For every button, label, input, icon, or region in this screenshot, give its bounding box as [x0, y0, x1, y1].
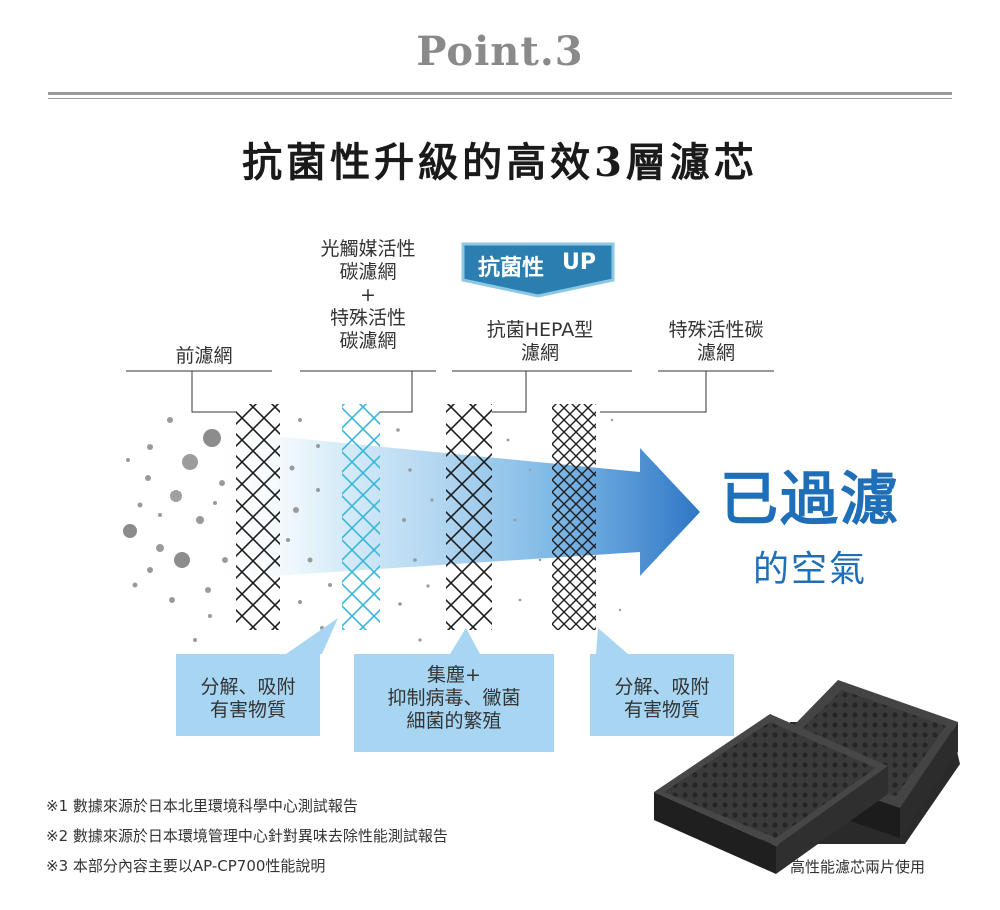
photocatalyst-filter-mesh: [342, 404, 380, 630]
note-1: ※1 數據來源於日本北里環境科學中心測試報告: [46, 797, 358, 815]
badge-up-text: UP: [562, 250, 596, 275]
product-caption: 高性能濾芯兩片使用: [790, 858, 926, 876]
note-3: ※3 本部分內容主要以AP-CP700性能說明: [46, 857, 326, 875]
pre-filter-mesh: [236, 404, 280, 630]
dust-particles: [123, 417, 622, 642]
callout-hepa: 集塵+ 抑制病毒、黴菌 細菌的繁殖: [354, 654, 554, 752]
divider-thin: [48, 98, 952, 99]
photocatalyst-filter-label: 光觸媒活性 碳濾網 + 特殊活性 碳濾網: [320, 238, 416, 352]
carbon-filter-mesh: [552, 404, 596, 630]
note-2: ※2 數據來源於日本環境管理中心針對異味去除性能測試報告: [46, 827, 448, 845]
filtered-text: 已過濾: [719, 465, 900, 533]
callout-prefilter: 分解、吸附 有害物質: [176, 654, 320, 736]
page-heading: 抗菌性升級的高效3層濾芯: [242, 139, 758, 186]
hepa-filter-mesh: [446, 404, 492, 630]
air-text: 的空氣: [752, 549, 867, 590]
label-leader-lines: [126, 370, 774, 413]
point-title: Point.3: [416, 28, 584, 75]
divider-thick: [48, 92, 952, 95]
hepa-filter-label: 抗菌HEPA型 濾網: [486, 319, 594, 364]
antibacterial-up-badge: [461, 242, 615, 298]
carbon-filter-label: 特殊活性碳 濾網: [668, 319, 764, 364]
pre-filter-label: 前濾網: [175, 345, 233, 367]
callout-carbon: 分解、吸附 有害物質: [590, 654, 734, 736]
badge-text: 抗菌性: [478, 256, 545, 281]
filter-product-image: [654, 680, 960, 874]
